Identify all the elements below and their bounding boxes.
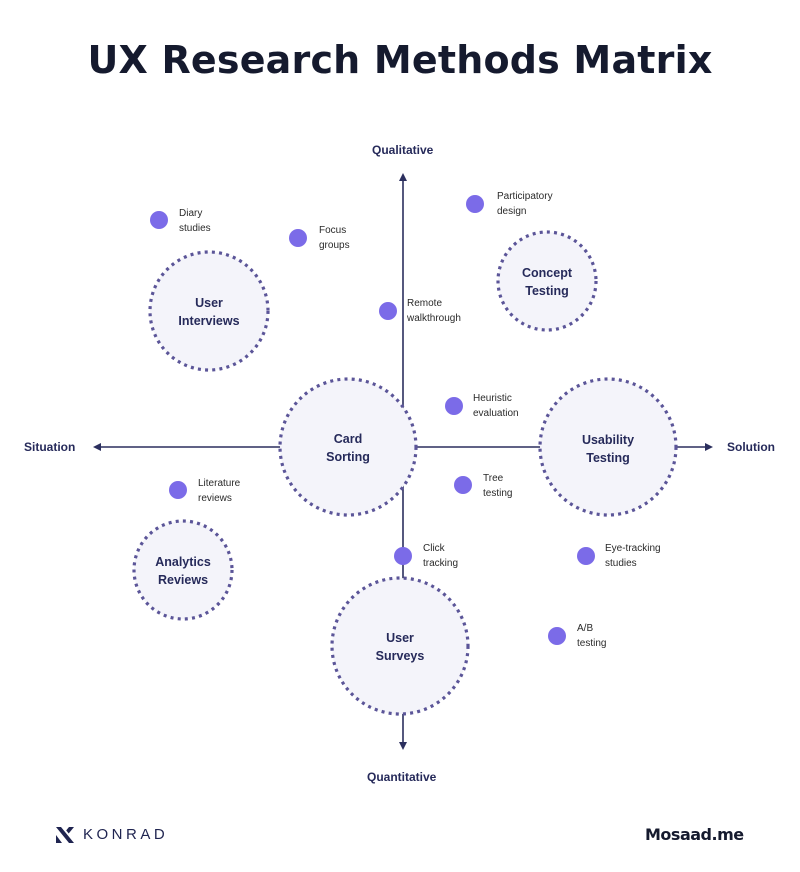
method-concept-testing: Concept Testing: [487, 264, 607, 300]
method-dot-remote-walkthrough: [379, 302, 397, 320]
label-diary-studies: Diary studies: [179, 206, 211, 236]
label-line1: Focus: [319, 225, 347, 236]
method-label-line1: Concept: [522, 266, 572, 280]
axis-label-situation: Situation: [24, 440, 76, 454]
label-eye-tracking-studies: Eye-tracking studies: [605, 541, 661, 571]
method-user-interviews: User Interviews: [149, 294, 269, 330]
konrad-wordmark: KONRAD: [83, 826, 169, 843]
method-circle-user-surveys: [330, 576, 470, 716]
axis-label-qualitative: Qualitative: [372, 143, 434, 157]
method-usability-testing: Usability Testing: [548, 431, 668, 467]
method-dot-tree-testing: [454, 476, 472, 494]
method-label-line2: Interviews: [178, 314, 240, 328]
method-dot-heuristic-evaluation: [445, 397, 463, 415]
label-line1: Participatory: [497, 191, 553, 202]
method-dot-literature-reviews: [169, 481, 187, 499]
label-line1: Click: [423, 543, 445, 554]
method-circle-analytics-reviews: [132, 519, 234, 621]
page-title: UX Research Methods Matrix: [87, 38, 713, 82]
label-participatory-design: Participatory design: [497, 189, 553, 219]
mosaad-brand: Mosaad.me: [645, 825, 744, 844]
label-literature-reviews: Literature reviews: [198, 476, 240, 506]
method-label-line2: Sorting: [326, 450, 370, 464]
axis-label-solution: Solution: [727, 440, 775, 454]
konrad-k-icon: [56, 826, 74, 843]
method-circle-card-sorting: [278, 377, 418, 517]
method-user-surveys: User Surveys: [340, 629, 460, 665]
method-label-line1: User: [386, 631, 414, 645]
method-dot-diary-studies: [150, 211, 168, 229]
label-focus-groups: Focus groups: [319, 223, 350, 253]
method-label-line1: User: [195, 296, 223, 310]
label-line2: walkthrough: [407, 313, 461, 324]
method-analytics-reviews: Analytics Reviews: [123, 553, 243, 589]
label-line2: evaluation: [473, 408, 519, 419]
method-circle-concept-testing: [496, 230, 598, 332]
method-dot-click-tracking: [394, 547, 412, 565]
method-label-line2: Surveys: [375, 649, 425, 663]
method-circle-user-interviews: [148, 250, 270, 372]
label-line2: testing: [483, 488, 513, 499]
label-line2: testing: [577, 638, 607, 649]
label-line2: studies: [179, 223, 211, 234]
label-line2: tracking: [423, 558, 459, 569]
method-dot-participatory-design: [466, 195, 484, 213]
label-heuristic-evaluation: Heuristic evaluation: [473, 391, 519, 421]
method-label-line1: Usability: [581, 433, 635, 447]
label-line1: Eye-tracking: [605, 543, 661, 554]
method-label-line1: Analytics: [155, 555, 211, 569]
label-remote-walkthrough: Remote walkthrough: [407, 296, 461, 326]
method-label-line2: Testing: [525, 284, 569, 298]
label-line2: groups: [319, 240, 350, 251]
label-line1: Remote: [407, 298, 443, 309]
method-dot-focus-groups: [289, 229, 307, 247]
label-line1: Diary: [179, 208, 203, 219]
method-dot-eye-tracking-studies: [577, 547, 595, 565]
label-line1: Tree: [483, 473, 504, 484]
label-line1: Heuristic: [473, 393, 512, 404]
label-line2: studies: [605, 558, 637, 569]
label-click-tracking: Click tracking: [423, 541, 458, 571]
label-line1: Literature: [198, 478, 241, 489]
axis-label-quantitative: Quantitative: [367, 770, 437, 784]
label-line2: design: [497, 206, 527, 217]
method-card-sorting: Card Sorting: [288, 430, 408, 466]
label-line1: A/B: [577, 623, 594, 634]
method-label-line1: Card: [333, 432, 363, 446]
label-tree-testing: Tree testing: [483, 471, 512, 501]
label-line2: reviews: [198, 493, 232, 504]
method-label-line2: Reviews: [157, 573, 209, 587]
method-dot-ab-testing: [548, 627, 566, 645]
method-label-line2: Testing: [586, 451, 630, 465]
method-circle-usability-testing: [538, 377, 678, 517]
konrad-logo: KONRAD: [56, 826, 168, 843]
label-ab-testing: A/B testing: [577, 621, 606, 651]
